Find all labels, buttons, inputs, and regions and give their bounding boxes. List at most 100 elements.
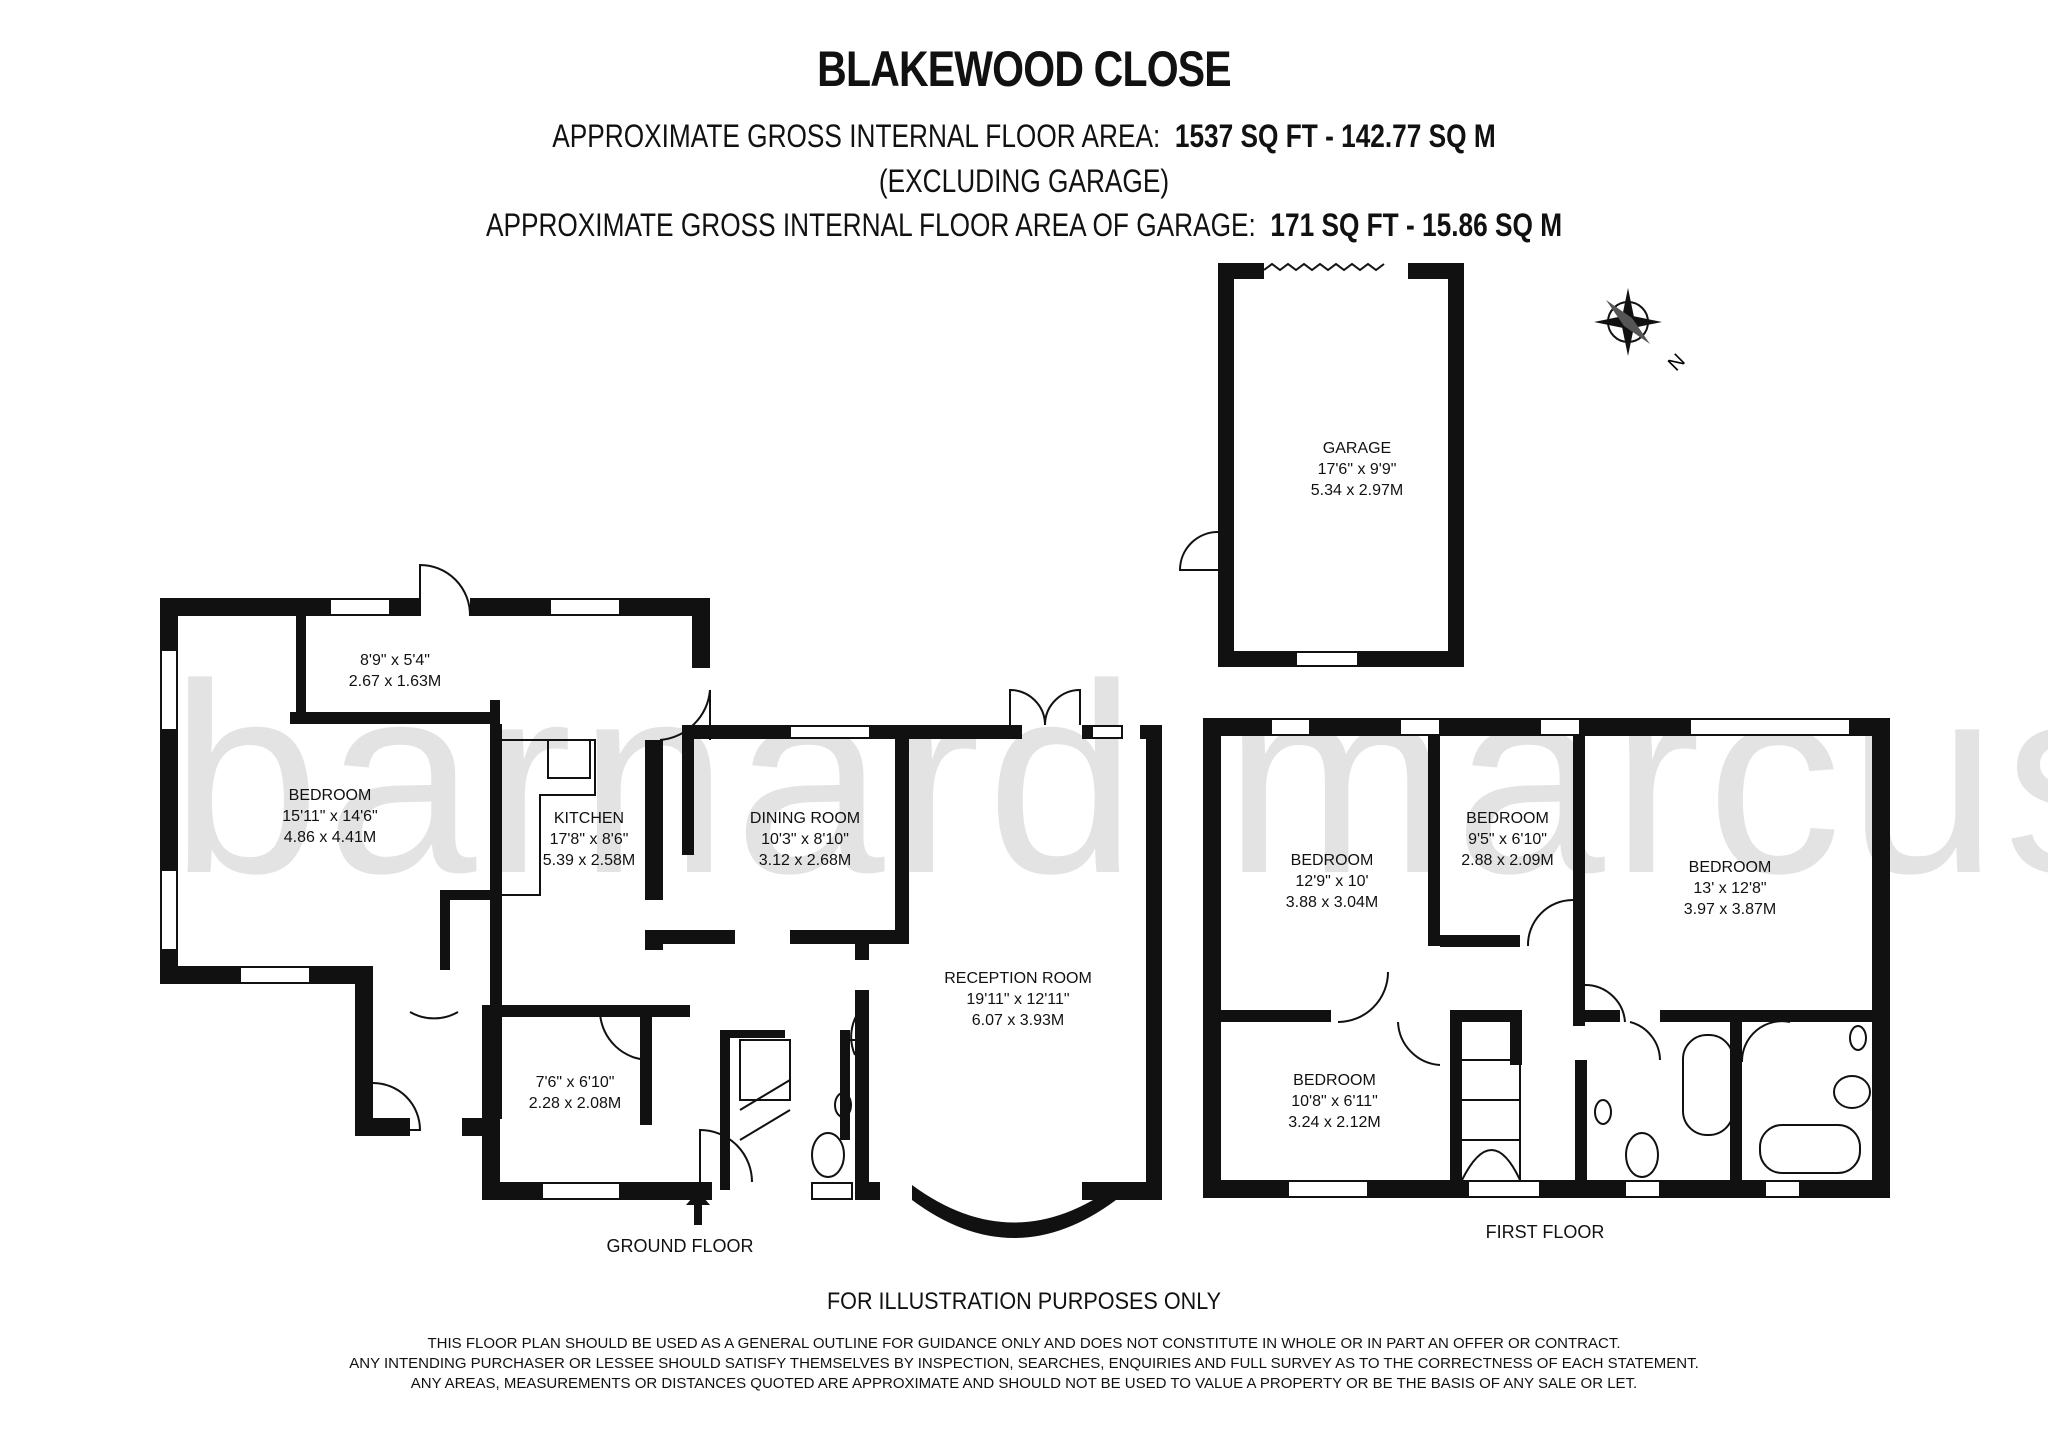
reception-wall-top-a bbox=[1000, 725, 1022, 739]
kitchen-sink bbox=[547, 739, 591, 779]
ff-stair-winder bbox=[1461, 1149, 1521, 1181]
ff-ensuite-wall-top-b bbox=[1790, 1010, 1872, 1022]
kitchen-wall-right bbox=[645, 740, 663, 900]
ff-window-h bbox=[1764, 1180, 1801, 1198]
ff-stairs bbox=[1462, 1059, 1521, 1180]
entrance-arrow-icon bbox=[686, 1191, 710, 1225]
ff-bed2-door bbox=[1526, 899, 1574, 947]
room-metric: 2.28 x 2.08M bbox=[528, 1095, 622, 1112]
room-imperial: 10'3" x 8'10" bbox=[761, 831, 849, 848]
bedroom-cupboard-wall bbox=[440, 890, 450, 970]
room-name: RECEPTION ROOM bbox=[944, 970, 1092, 987]
gf-hall-wall-left bbox=[355, 966, 373, 1136]
room-name: DINING ROOM bbox=[749, 810, 861, 827]
room-imperial: 10'8" x 6'11" bbox=[1291, 1093, 1378, 1110]
ff-bath-wall-top bbox=[1660, 1010, 1740, 1022]
utility-label: 8'9" x 5'4" 2.67 x 1.63M bbox=[320, 650, 470, 692]
ff-bath-door bbox=[1629, 1021, 1661, 1061]
ff-window-b bbox=[1399, 718, 1441, 736]
wc-window bbox=[811, 1182, 853, 1200]
ff-basin bbox=[1594, 1099, 1612, 1125]
dining-wall-left bbox=[682, 725, 694, 855]
compass-icon bbox=[1594, 288, 1662, 356]
garage-window bbox=[1295, 651, 1359, 667]
stair-wall-top bbox=[720, 1030, 785, 1038]
gf-hall-wall-bottom-a bbox=[355, 1118, 410, 1136]
room-imperial: 15'11" x 14'6" bbox=[282, 808, 378, 825]
utility-wall-left bbox=[296, 616, 306, 712]
room-metric: 5.34 x 2.97M bbox=[1310, 482, 1404, 499]
garage-up-and-over-door bbox=[1263, 262, 1385, 272]
page-title: BLAKEWOOD CLOSE bbox=[817, 41, 1231, 97]
ff-window-c bbox=[1689, 718, 1851, 736]
front-door bbox=[699, 1128, 753, 1183]
garage-area-value: 171 SQ FT - 15.86 SQ M bbox=[1270, 207, 1563, 243]
garage-wall-right bbox=[1448, 263, 1464, 667]
ff-wall-bottom-b bbox=[1368, 1180, 1468, 1198]
kitchen-wall-bottom bbox=[500, 1005, 690, 1017]
ff-ensuite-toilet bbox=[1833, 1075, 1871, 1109]
dining-label: DINING ROOM 10'3" x 8'10" 3.12 x 2.68M bbox=[720, 808, 890, 871]
ff-bed4-wall-top bbox=[1221, 1010, 1331, 1022]
ff-bath-wall-top-a bbox=[1580, 1010, 1620, 1022]
gf-window-top-a bbox=[329, 598, 391, 616]
ff-bed1-wall-right bbox=[1428, 736, 1440, 946]
ground-floor-label: GROUND FLOOR bbox=[606, 1236, 754, 1256]
room-metric: 4.86 x 4.41M bbox=[283, 829, 377, 846]
room-metric: 2.67 x 1.63M bbox=[348, 673, 442, 690]
room-name: BEDROOM bbox=[1688, 859, 1772, 876]
kitchen-wall-left bbox=[490, 724, 502, 1119]
french-door-left bbox=[1009, 688, 1046, 726]
ff-bed1-door bbox=[1337, 971, 1389, 1023]
ff-wall-left bbox=[1203, 718, 1221, 1198]
gf-wall-bottom-a bbox=[482, 1182, 542, 1200]
ff-wall-right bbox=[1872, 718, 1890, 1198]
ff-window-a bbox=[1270, 718, 1311, 736]
compass-label: N bbox=[1664, 350, 1690, 376]
disclaimer-line-2: ANY INTENDING PURCHASER OR LESSEE SHOULD… bbox=[349, 1355, 1699, 1372]
room-name: BEDROOM bbox=[1466, 810, 1549, 827]
ff-bath-tub bbox=[1682, 1034, 1734, 1136]
utility-wall-stub bbox=[490, 700, 500, 730]
ff-bed4-wall-right bbox=[1450, 1010, 1462, 1180]
dining-wall-right bbox=[895, 725, 909, 940]
gf-stair-flight bbox=[739, 1039, 791, 1101]
fixtures bbox=[502, 739, 1871, 1181]
garage-label: GARAGE 17'6" x 9'9" 5.34 x 2.97M bbox=[1292, 438, 1422, 501]
stair-wall-left bbox=[720, 1030, 730, 1190]
side-entrance-door bbox=[659, 689, 711, 741]
wc-wall-left bbox=[840, 1030, 850, 1140]
dining-wall-bottom-b bbox=[790, 930, 860, 944]
area-label: APPROXIMATE GROSS INTERNAL FLOOR AREA: bbox=[552, 118, 1161, 154]
room-metric: 6.07 x 3.93M bbox=[971, 1012, 1065, 1029]
gf-bedroom-window-left-b bbox=[160, 869, 178, 951]
ff-bed2-label: BEDROOM 9'5" x 6'10" 2.88 x 2.09M bbox=[1440, 808, 1575, 871]
first-floor-label: FIRST FLOOR bbox=[1485, 1222, 1605, 1242]
area-line: APPROXIMATE GROSS INTERNAL FLOOR AREA: 1… bbox=[184, 118, 1863, 155]
reception-wall-bottom bbox=[1082, 1182, 1162, 1200]
utility-wall-bottom bbox=[290, 712, 490, 724]
hall-door bbox=[372, 1082, 422, 1131]
room-imperial: 9'5" x 6'10" bbox=[1468, 831, 1547, 848]
ff-wall-bottom-c bbox=[1540, 1180, 1625, 1198]
ff-bed1-label: BEDROOM 12'9" x 10' 3.88 x 3.04M bbox=[1262, 850, 1402, 913]
garage-side-door bbox=[1178, 531, 1219, 571]
ff-window-f bbox=[1467, 1180, 1541, 1198]
room-imperial: 13' x 12'8" bbox=[1693, 880, 1767, 897]
hallway-door bbox=[599, 1012, 651, 1062]
room-name: BEDROOM bbox=[288, 787, 372, 804]
ff-ensuite-door bbox=[1740, 1020, 1791, 1063]
gf-wall-top-b bbox=[390, 598, 420, 616]
reception-wall-left-top bbox=[855, 940, 869, 960]
ff-bath-wall-left bbox=[1575, 1060, 1587, 1180]
gf-basin bbox=[834, 1092, 852, 1118]
gf-bedroom-window-bottom bbox=[239, 966, 311, 984]
ff-landing-wall bbox=[1450, 1010, 1515, 1022]
gf-toilet bbox=[811, 1132, 845, 1178]
room-imperial: 7'6" x 6'10" bbox=[535, 1074, 615, 1091]
ff-wall-top-c bbox=[1440, 718, 1540, 736]
ff-window-g bbox=[1624, 1180, 1661, 1198]
gf-wall-top-right-return bbox=[692, 598, 710, 668]
bay-window bbox=[912, 1185, 1116, 1238]
